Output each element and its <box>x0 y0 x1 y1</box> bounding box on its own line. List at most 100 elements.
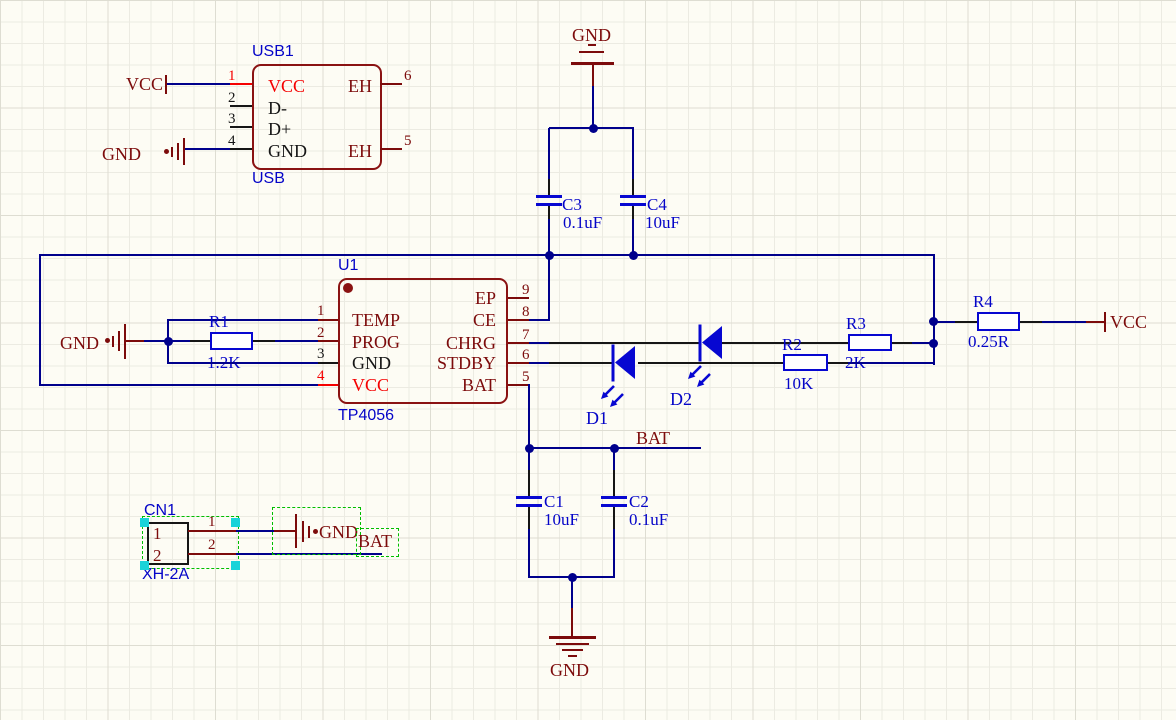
junction-dot <box>929 339 938 348</box>
wire[interactable] <box>592 86 594 129</box>
resistor-r3-symbol[interactable] <box>848 334 892 351</box>
wire[interactable] <box>632 128 634 179</box>
c4-value-label[interactable]: 10uF <box>645 213 680 232</box>
resistor-r2-symbol[interactable] <box>783 354 828 371</box>
usb1-ref-label[interactable]: USB1 <box>252 43 294 60</box>
capacitor-c3-symbol[interactable] <box>536 195 562 198</box>
selection-handle[interactable] <box>140 518 149 527</box>
pin-number: 5 <box>522 369 530 385</box>
c1-value-label[interactable]: 10uF <box>544 510 579 529</box>
net-label-bat-cn1[interactable]: BAT <box>358 531 393 551</box>
d1-ref-label[interactable]: D1 <box>586 408 608 428</box>
wire[interactable] <box>848 362 933 364</box>
led-d2-symbol[interactable] <box>670 320 726 398</box>
wire[interactable] <box>185 148 230 150</box>
u1-ref-label[interactable]: U1 <box>338 257 359 274</box>
c3-ref-label[interactable]: C3 <box>562 195 582 214</box>
wire[interactable] <box>167 320 169 364</box>
cn1-name-label[interactable]: XH-2A <box>142 566 190 583</box>
pin-name: CE <box>472 310 496 330</box>
capacitor-c1-symbol[interactable] <box>516 504 542 507</box>
net-flag-vcc-usb[interactable]: VCC <box>126 74 164 94</box>
net-flag-gnd-cn1[interactable]: GND <box>319 522 358 542</box>
cn1-ref-label[interactable]: CN1 <box>144 502 177 519</box>
wire[interactable] <box>548 128 550 179</box>
selection-handle[interactable] <box>231 518 240 527</box>
wire[interactable] <box>722 342 848 344</box>
usb1-name-label[interactable]: USB <box>252 170 285 187</box>
wire[interactable] <box>548 254 550 321</box>
resistor-r1-symbol[interactable] <box>210 332 253 350</box>
wire[interactable] <box>549 342 700 344</box>
wire[interactable] <box>169 340 190 342</box>
net-flag-gnd-usb[interactable]: GND <box>102 144 141 164</box>
capacitor-c3-symbol[interactable] <box>536 203 562 206</box>
c1-ref-label[interactable]: C1 <box>544 492 564 511</box>
r2-ref-label[interactable]: R2 <box>782 335 802 354</box>
u1-symbol-body[interactable] <box>338 278 508 404</box>
wire[interactable] <box>529 362 549 364</box>
wire[interactable] <box>549 362 613 364</box>
wire[interactable] <box>933 254 935 365</box>
capacitor-c1-symbol[interactable] <box>516 496 542 499</box>
net-flag-gnd-r1[interactable]: GND <box>60 333 99 353</box>
wire[interactable] <box>528 529 530 578</box>
capacitor-c2-symbol[interactable] <box>601 496 627 499</box>
d2-ref-label[interactable]: D2 <box>670 389 692 409</box>
wire[interactable] <box>548 219 550 256</box>
wire[interactable] <box>613 529 615 578</box>
wire[interactable] <box>613 449 615 470</box>
cn1-symbol-body[interactable] <box>147 522 189 565</box>
resistor-r4-symbol[interactable] <box>977 312 1020 331</box>
capacitor-c4-symbol[interactable] <box>620 203 646 206</box>
pin-number: 3 <box>228 111 236 127</box>
c2-value-label[interactable]: 0.1uF <box>629 510 669 529</box>
c2-ref-label[interactable]: C2 <box>629 492 649 511</box>
earth-ground-icon <box>579 51 604 53</box>
r2-value-label[interactable]: 10K <box>784 374 814 393</box>
wire[interactable] <box>275 340 318 342</box>
wire[interactable] <box>167 362 318 364</box>
wire[interactable] <box>39 254 41 386</box>
led-d1-symbol[interactable] <box>583 340 639 418</box>
selection-handle[interactable] <box>140 561 149 570</box>
wire[interactable] <box>167 319 318 321</box>
wire[interactable] <box>935 321 955 323</box>
wire[interactable] <box>529 342 549 344</box>
net-flag-vcc-out[interactable]: VCC <box>1110 312 1148 332</box>
selection-rect <box>142 516 239 569</box>
r1-ref-label[interactable]: R1 <box>209 312 229 331</box>
wire[interactable] <box>549 127 634 129</box>
wire[interactable] <box>528 384 530 449</box>
pin1-indicator-icon <box>343 283 353 293</box>
wire[interactable] <box>167 83 230 85</box>
selection-handle[interactable] <box>231 561 240 570</box>
wire[interactable] <box>528 449 530 470</box>
net-flag-gnd-top[interactable]: GND <box>572 25 611 45</box>
pin-name: GND <box>268 141 307 161</box>
wire[interactable] <box>632 219 634 256</box>
wire[interactable] <box>144 340 169 342</box>
wire[interactable] <box>571 578 573 608</box>
net-label-bat[interactable]: BAT <box>636 428 671 448</box>
wire[interactable] <box>39 254 935 256</box>
wire[interactable] <box>236 530 274 532</box>
r3-ref-label[interactable]: R3 <box>846 314 866 333</box>
capacitor-c2-symbol[interactable] <box>601 504 627 507</box>
r4-ref-label[interactable]: R4 <box>973 292 993 311</box>
capacitor-c4-symbol[interactable] <box>620 195 646 198</box>
wire[interactable] <box>1086 321 1105 323</box>
net-flag-gnd-bottom[interactable]: GND <box>550 660 589 680</box>
cn1-inner-number: 1 <box>153 524 162 543</box>
u1-name-label[interactable]: TP4056 <box>338 407 395 424</box>
wire[interactable] <box>528 319 550 321</box>
wire[interactable] <box>912 342 933 344</box>
wire[interactable] <box>1042 321 1086 323</box>
wire[interactable] <box>638 362 783 364</box>
wire[interactable] <box>39 384 318 386</box>
r4-value-label[interactable]: 0.25R <box>968 332 1010 351</box>
c3-value-label[interactable]: 0.1uF <box>563 213 603 232</box>
usb1-symbol-body[interactable] <box>252 64 382 170</box>
c4-ref-label[interactable]: C4 <box>647 195 667 214</box>
